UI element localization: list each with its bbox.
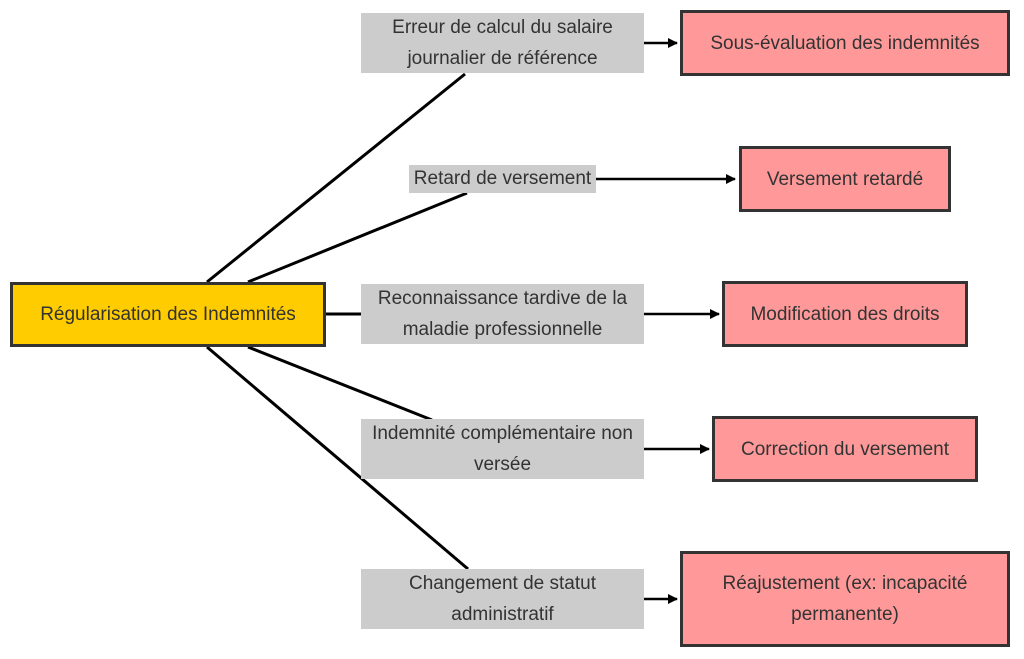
effect-node-5: Réajustement (ex: incapacité permanente): [680, 551, 1010, 647]
cause-label-2: Retard de versement: [413, 168, 592, 189]
effect-node-2: Versement retardé: [739, 146, 951, 212]
cause-node-4: Indemnité complémentaire non versée: [361, 419, 644, 479]
effect-label-3: Modification des droits: [750, 303, 940, 325]
effect-node-4: Correction du versement: [712, 416, 978, 482]
cause-node-3: Reconnaissance tardive de la maladie pro…: [361, 284, 644, 344]
root-label: Régularisation des Indemnités: [40, 304, 296, 325]
edge-root-cause-2: [247, 191, 468, 284]
effect-label-4: Correction du versement: [740, 438, 950, 460]
effect-node-3: Modification des droits: [722, 281, 968, 347]
cause-label-5: Changement de statut administratif: [409, 573, 596, 625]
cause-node-1: Erreur de calcul du salaire journalier d…: [361, 13, 644, 73]
cause-node-5: Changement de statut administratif: [361, 569, 644, 629]
cause-node-2: Retard de versement: [409, 165, 596, 193]
edge-root-cause-4: [247, 345, 433, 422]
effect-label-5: Réajustement (ex: incapacité permanente): [722, 573, 968, 625]
edge-root-cause-1: [206, 72, 466, 284]
edge-root-cause-5: [206, 345, 469, 571]
cause-label-4: Indemnité complémentaire non versée: [372, 423, 633, 475]
effect-node-1: Sous-évaluation des indemnités: [680, 10, 1010, 76]
effect-label-1: Sous-évaluation des indemnités: [710, 32, 980, 54]
cause-label-1: Erreur de calcul du salaire journalier d…: [392, 17, 613, 69]
cause-label-3: Reconnaissance tardive de la maladie pro…: [377, 288, 628, 340]
effect-label-2: Versement retardé: [766, 168, 924, 190]
root-node: Régularisation des Indemnités: [10, 282, 326, 347]
